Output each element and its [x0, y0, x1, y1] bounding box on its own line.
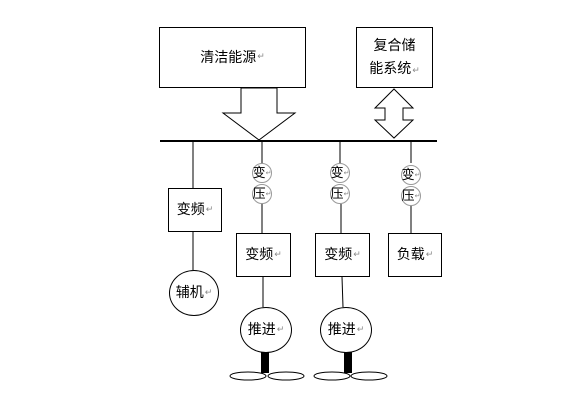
prop2-converter-box: 变频↵: [315, 233, 370, 277]
paragraph-mark: ↵: [204, 287, 213, 298]
prop2-coil-top-label: 变: [330, 165, 344, 181]
paragraph-mark: ↵: [356, 324, 365, 335]
prop2-transformer-coil-bottom: 压↵: [330, 184, 350, 204]
prop2-transformer-coil-top: 变↵: [330, 163, 350, 183]
load-box: 负载↵: [388, 233, 442, 277]
storage-bidirectional-arrow: [373, 88, 415, 139]
paragraph-mark: ↵: [414, 191, 421, 200]
prop1-converter-box: 变频↵: [236, 233, 291, 277]
aux-converter-label: 变频: [176, 202, 205, 218]
clean-energy-box: 清洁能源↵: [159, 27, 306, 88]
prop1-blade-left: [229, 371, 267, 381]
prop1-transformer-coil-top: 变↵: [252, 163, 272, 183]
source-down-arrow: [221, 87, 297, 141]
paragraph-mark: ↵: [265, 189, 272, 198]
paragraph-mark: ↵: [425, 249, 434, 260]
prop1-transformer-coil-bottom: 压↵: [252, 184, 272, 204]
prop2-shaft: [344, 352, 352, 373]
prop2-blade-right: [350, 371, 388, 381]
prop2-motor-line: [341, 276, 344, 308]
prop2-converter-label: 变频: [324, 247, 353, 263]
prop1-shaft: [261, 352, 269, 373]
prop2-motor-circle: 推进↵: [320, 307, 372, 353]
paragraph-mark: ↵: [257, 52, 265, 62]
storage-label-line2: 能系统: [369, 60, 412, 77]
prop1-motor-circle: 推进↵: [240, 307, 292, 353]
load-label: 负载: [396, 247, 425, 263]
prop1-motor-label: 推进: [247, 322, 276, 338]
load-transformer-coil-bottom: 压↵: [401, 186, 421, 206]
paragraph-mark: ↵: [205, 204, 214, 215]
paragraph-mark: ↵: [412, 65, 420, 76]
load-coil-bottom-label: 压: [401, 188, 415, 204]
prop1-converter-label: 变频: [245, 247, 274, 263]
aux-converter-box: 变频↵: [168, 188, 222, 232]
paragraph-mark: ↵: [343, 168, 350, 177]
paragraph-mark: ↵: [265, 168, 272, 177]
load-transformer-coil-top: 变↵: [401, 165, 421, 185]
paragraph-mark: ↵: [276, 324, 285, 335]
prop1-coil-top-label: 变: [252, 165, 266, 181]
paragraph-mark: ↵: [343, 189, 350, 198]
paragraph-mark: ↵: [353, 249, 361, 260]
prop2-motor-label: 推进: [327, 322, 356, 338]
storage-label-line1: 复合储: [373, 38, 416, 55]
prop1-blade-right: [267, 371, 305, 381]
paragraph-mark: ↵: [274, 249, 282, 260]
prop2-coil-bottom-label: 压: [330, 186, 344, 202]
load-coil-top-label: 变: [401, 167, 415, 183]
prop2-blade-left: [313, 371, 351, 381]
paragraph-mark: ↵: [414, 170, 421, 179]
aux-motor-circle: 辅机↵: [169, 270, 219, 316]
prop1-coil-bottom-label: 压: [252, 186, 266, 202]
aux-motor-label: 辅机: [175, 285, 204, 301]
clean-energy-label: 清洁能源: [200, 49, 257, 66]
energy-storage-box: 复合储 能系统↵: [356, 27, 433, 88]
